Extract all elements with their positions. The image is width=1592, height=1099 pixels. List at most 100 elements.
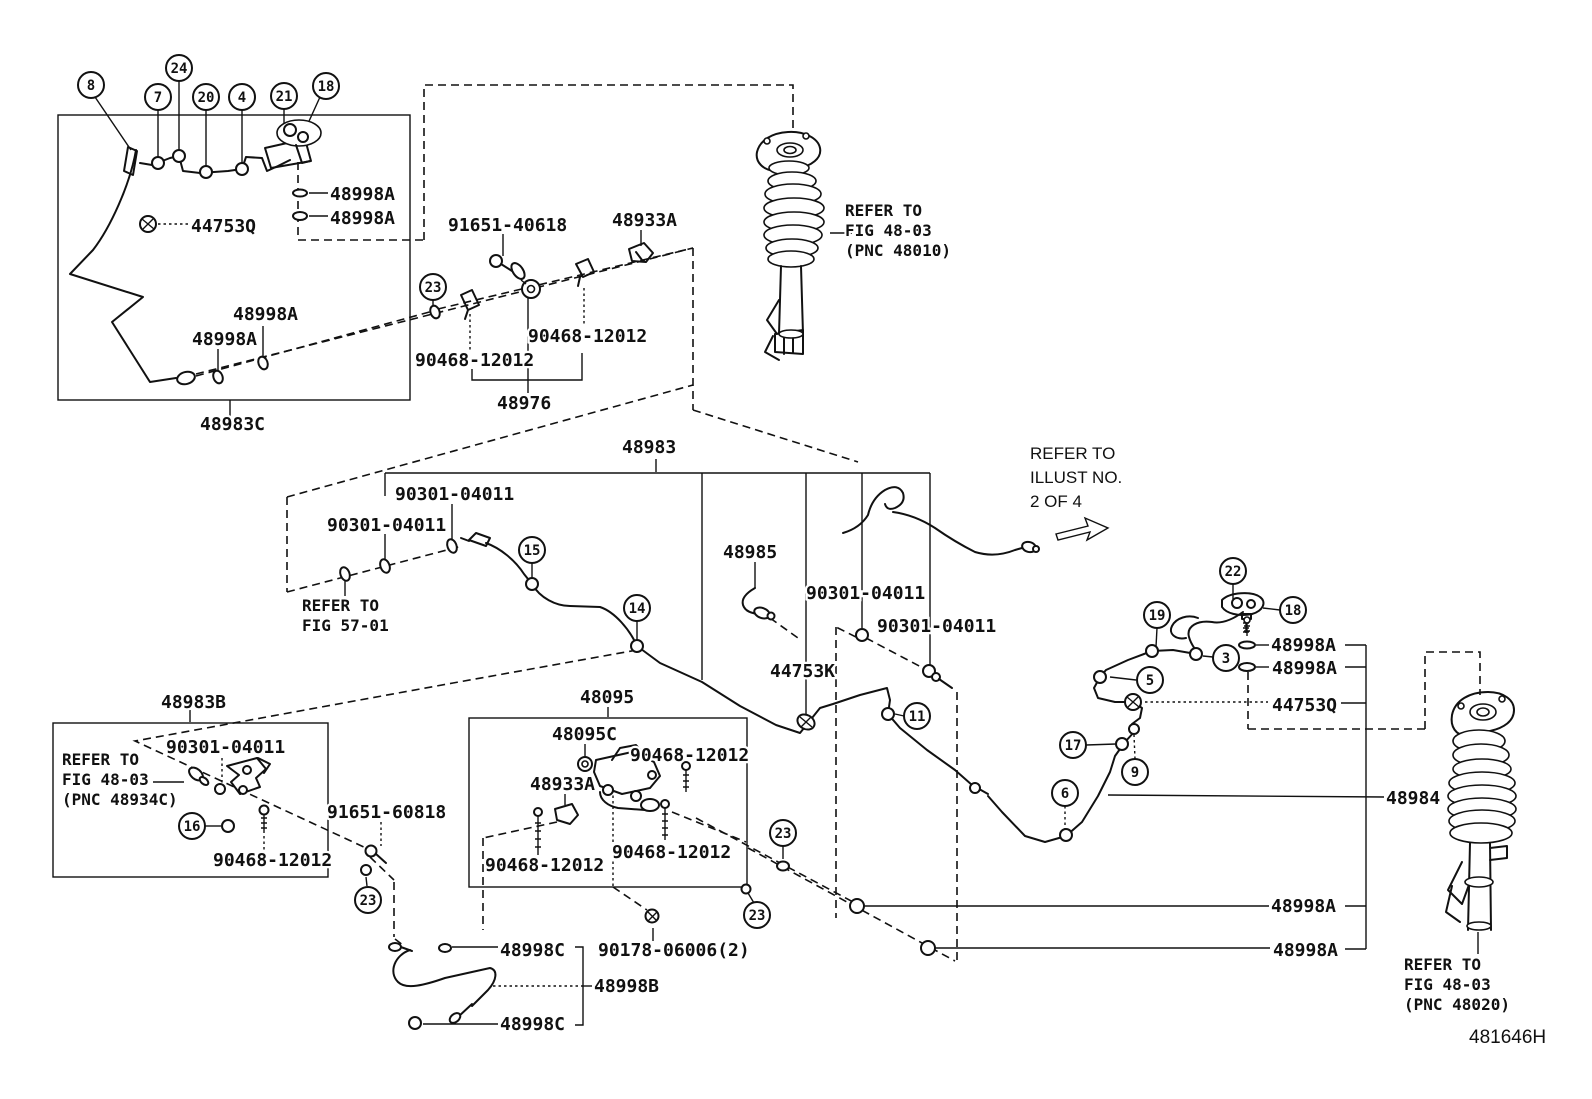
callout-number: 23 — [425, 280, 442, 296]
part-label-48976: 48976 — [497, 393, 551, 414]
detail-boxes — [52, 84, 1481, 962]
bolt-91651-40618 — [489, 254, 503, 268]
part-label-48998B: 48998B — [594, 976, 659, 997]
figure-code: 481646H — [1469, 1027, 1546, 1048]
part-label-90468-12012: 90468-12012 — [630, 745, 749, 766]
callout-number: 18 — [318, 79, 335, 95]
callout-number: 14 — [629, 601, 646, 617]
clamp-90468 — [460, 289, 480, 320]
tube-48984 — [987, 611, 1244, 843]
bolt-91651-60818 — [364, 844, 378, 858]
part-label-48998A: 48998A — [1272, 658, 1337, 679]
part-label-48985: 48985 — [723, 542, 777, 563]
hardware-chain-dashes — [195, 247, 694, 377]
part-label-90301-04011: 90301-04011 — [877, 616, 996, 637]
part-label-48983B: 48983B — [161, 692, 226, 713]
valve-48095 — [593, 751, 661, 795]
detail-box-48983B — [52, 722, 329, 878]
callout-circle — [1279, 596, 1307, 624]
callout-circle — [1059, 731, 1087, 759]
part-label-90301-04011: 90301-04011 — [327, 515, 446, 536]
part-label-48933A: 48933A — [612, 210, 677, 231]
callout-24: 24 — [165, 54, 193, 82]
callout-number: 3 — [1222, 651, 1230, 667]
tube-48983C — [69, 149, 177, 383]
part-label-48983C: 48983C — [200, 414, 265, 435]
callout-circle — [77, 71, 105, 99]
callout-8: 8 — [77, 71, 105, 99]
callout-circle — [518, 536, 546, 564]
callout-number: 8 — [87, 78, 95, 94]
callout-circle — [165, 54, 193, 82]
callout-number: 22 — [1225, 564, 1242, 580]
callout-6: 6 — [1051, 779, 1079, 807]
callout-number: 23 — [360, 893, 377, 909]
part-label-90468-12012: 90468-12012 — [612, 842, 731, 863]
callout-circle — [1136, 666, 1164, 694]
tube-48983 — [485, 542, 973, 786]
part-label-44753Q: 44753Q — [191, 216, 256, 237]
callout-23: 23 — [769, 819, 797, 847]
part-label-48095C: 48095C — [552, 724, 617, 745]
part-label-90301-04011: 90301-04011 — [806, 583, 925, 604]
bracket-48934C — [226, 757, 267, 795]
callout-4: 4 — [228, 83, 256, 111]
leader-lines — [94, 81, 1479, 1026]
callout-circle — [743, 901, 771, 929]
callout-22: 22 — [1219, 557, 1247, 585]
callout-17: 17 — [1059, 731, 1087, 759]
callout-number: 9 — [1131, 765, 1139, 781]
callout-14: 14 — [623, 594, 651, 622]
part-label-48998A: 48998A — [192, 329, 257, 350]
callout-circle — [769, 819, 797, 847]
part-label-48998C: 48998C — [500, 1014, 565, 1035]
callout-number: 18 — [1285, 603, 1302, 619]
callout-circle — [1219, 557, 1247, 585]
callout-number: 16 — [184, 819, 201, 835]
icons-layer — [1055, 516, 1110, 542]
part-label-48983: 48983 — [622, 437, 676, 458]
part-label-48998A: 48998A — [233, 304, 298, 325]
hose-48998B — [392, 949, 497, 1007]
strut-rear-pnc48020 — [1445, 691, 1517, 931]
callout-circle — [312, 72, 340, 100]
callout-9: 9 — [1121, 758, 1149, 786]
callout-20: 20 — [192, 83, 220, 111]
callout-15: 15 — [518, 536, 546, 564]
part-label-90301-04011: 90301-04011 — [395, 484, 514, 505]
callout-number: 6 — [1061, 786, 1069, 802]
detail-box-48983C — [57, 114, 411, 401]
part-label-48933A: 48933A — [530, 774, 595, 795]
part-label-90468-12012: 90468-12012 — [485, 855, 604, 876]
part-label-48998C: 48998C — [500, 940, 565, 961]
callout-number: 5 — [1146, 673, 1154, 689]
callout-circle — [144, 83, 172, 111]
callout-number: 11 — [909, 709, 926, 725]
part-label-48998A: 48998A — [1271, 896, 1336, 917]
callout-23: 23 — [419, 273, 447, 301]
callout-circle — [623, 594, 651, 622]
part-label-44753Q: 44753Q — [1272, 695, 1337, 716]
callout-18: 18 — [312, 72, 340, 100]
part-label-48095: 48095 — [580, 687, 634, 708]
next-illustration-arrow — [1055, 516, 1110, 542]
part-label-48998A: 48998A — [1273, 940, 1338, 961]
part-label-48998A: 48998A — [1271, 635, 1336, 656]
callout-16: 16 — [178, 812, 206, 840]
strut-front-pnc48010 — [755, 130, 825, 361]
callout-circle — [178, 812, 206, 840]
callout-18: 18 — [1279, 596, 1307, 624]
callout-3: 3 — [1212, 644, 1240, 672]
callout-circle — [1051, 779, 1079, 807]
part-label-90468-12012: 90468-12012 — [528, 326, 647, 347]
callout-circle — [270, 82, 298, 110]
part-label-90468-12012: 90468-12012 — [415, 350, 534, 371]
